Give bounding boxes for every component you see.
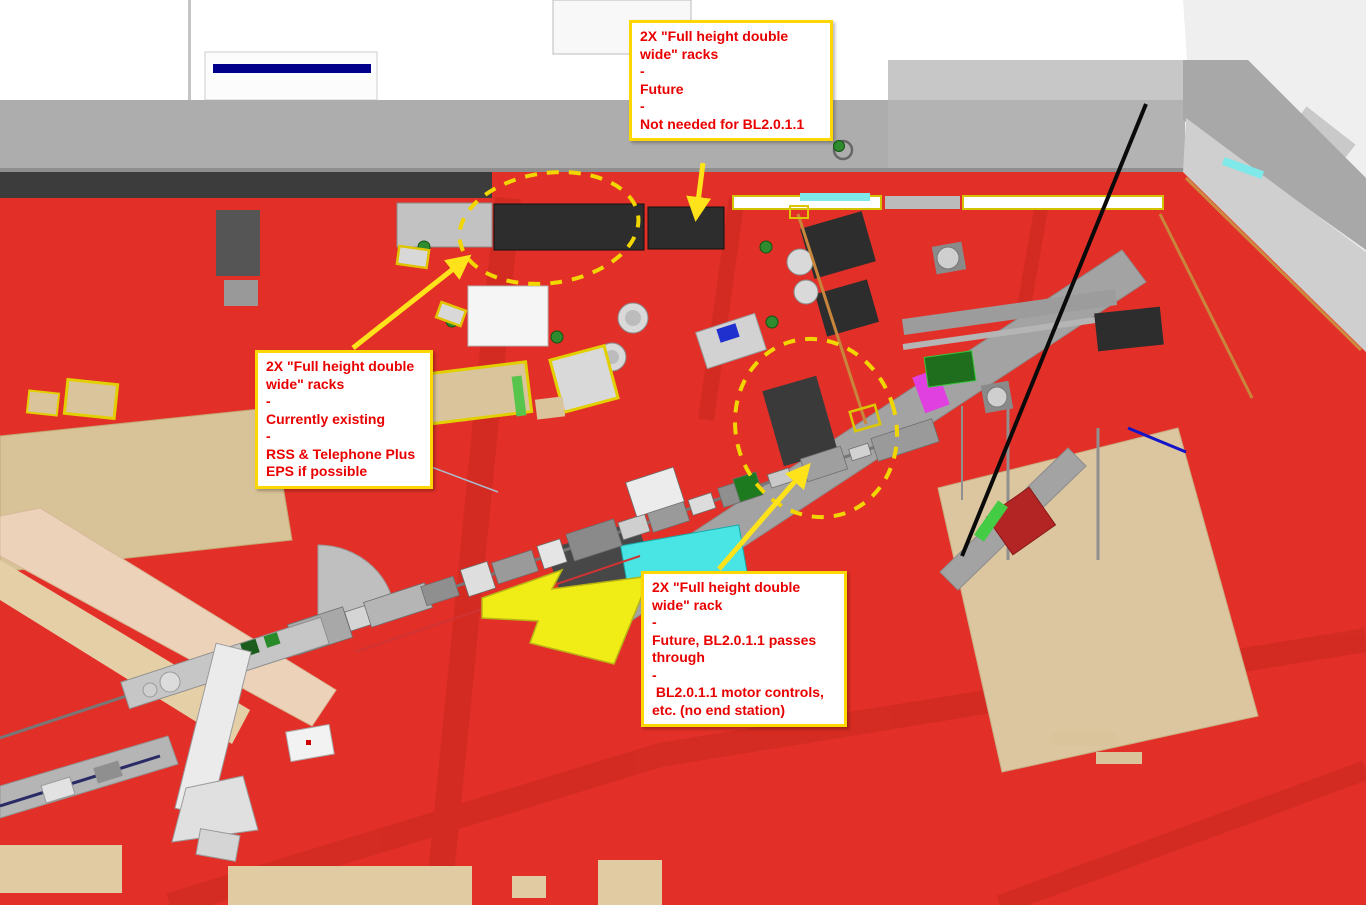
callout-text: - <box>266 393 271 409</box>
callout-text: - <box>652 666 657 683</box>
blue-bar <box>213 64 371 73</box>
walls-and-racks <box>0 157 1265 467</box>
green-bar <box>974 500 1008 542</box>
callout-text: 2X "Full height double wide" racks <box>266 358 419 392</box>
beamline-components <box>286 418 940 656</box>
callout-arrow-bottom <box>717 462 811 571</box>
section-line <box>960 103 1148 557</box>
callout-existing-racks: 2X "Full height double wide" racks - Cur… <box>255 350 433 489</box>
future-rack-pad <box>762 375 838 467</box>
callout-text: 2X "Full height double wide" rack <box>652 579 805 613</box>
callout-text: Future <box>640 80 684 97</box>
gray-rack <box>396 202 493 248</box>
lower-beamline <box>0 723 335 819</box>
callout-text: Not needed for BL2.0.1.1 <box>640 115 805 132</box>
callout-text: - <box>652 614 657 630</box>
wheelchair-icon <box>832 139 854 161</box>
yellow-arrow-shape <box>481 568 652 665</box>
annotation-highlights <box>351 162 900 665</box>
callout-text: - <box>640 98 645 114</box>
callout-future-racks: 2X "Full height double wide" racks - Fut… <box>629 20 833 141</box>
callout-text: 2X "Full height double wide" racks <box>640 28 793 62</box>
blue-box <box>716 323 740 343</box>
end-station-structure <box>120 616 330 862</box>
future-rack-row <box>647 206 725 250</box>
callout-text: - <box>266 428 271 444</box>
cable-tray <box>962 195 1164 210</box>
callout-text: RSS & Telephone Plus EPS if possible <box>266 445 419 480</box>
platforms <box>0 407 1259 905</box>
callout-text: - <box>640 63 645 79</box>
callout-text: BL2.0.1.1 motor controls, etc. (no end s… <box>652 684 828 718</box>
dark-wall-strip <box>0 172 492 198</box>
callout-text: Currently existing <box>266 410 386 427</box>
white-table <box>467 285 549 347</box>
callout-arrow-top <box>686 162 712 222</box>
beamline <box>0 415 940 862</box>
existing-rack-row <box>493 203 645 251</box>
highlight-ellipse-racks-top <box>457 170 641 286</box>
furniture-and-equipment <box>25 139 1363 556</box>
callout-arrow-left <box>351 254 472 350</box>
top-wall-band <box>0 60 1366 352</box>
callout-future-rack-passthrough: 2X "Full height double wide" rack - Futu… <box>641 571 847 727</box>
callout-text: Future, BL2.0.1.1 passes through <box>652 631 821 666</box>
highlight-ellipse-rack-center <box>732 336 900 520</box>
conduit <box>796 213 868 425</box>
